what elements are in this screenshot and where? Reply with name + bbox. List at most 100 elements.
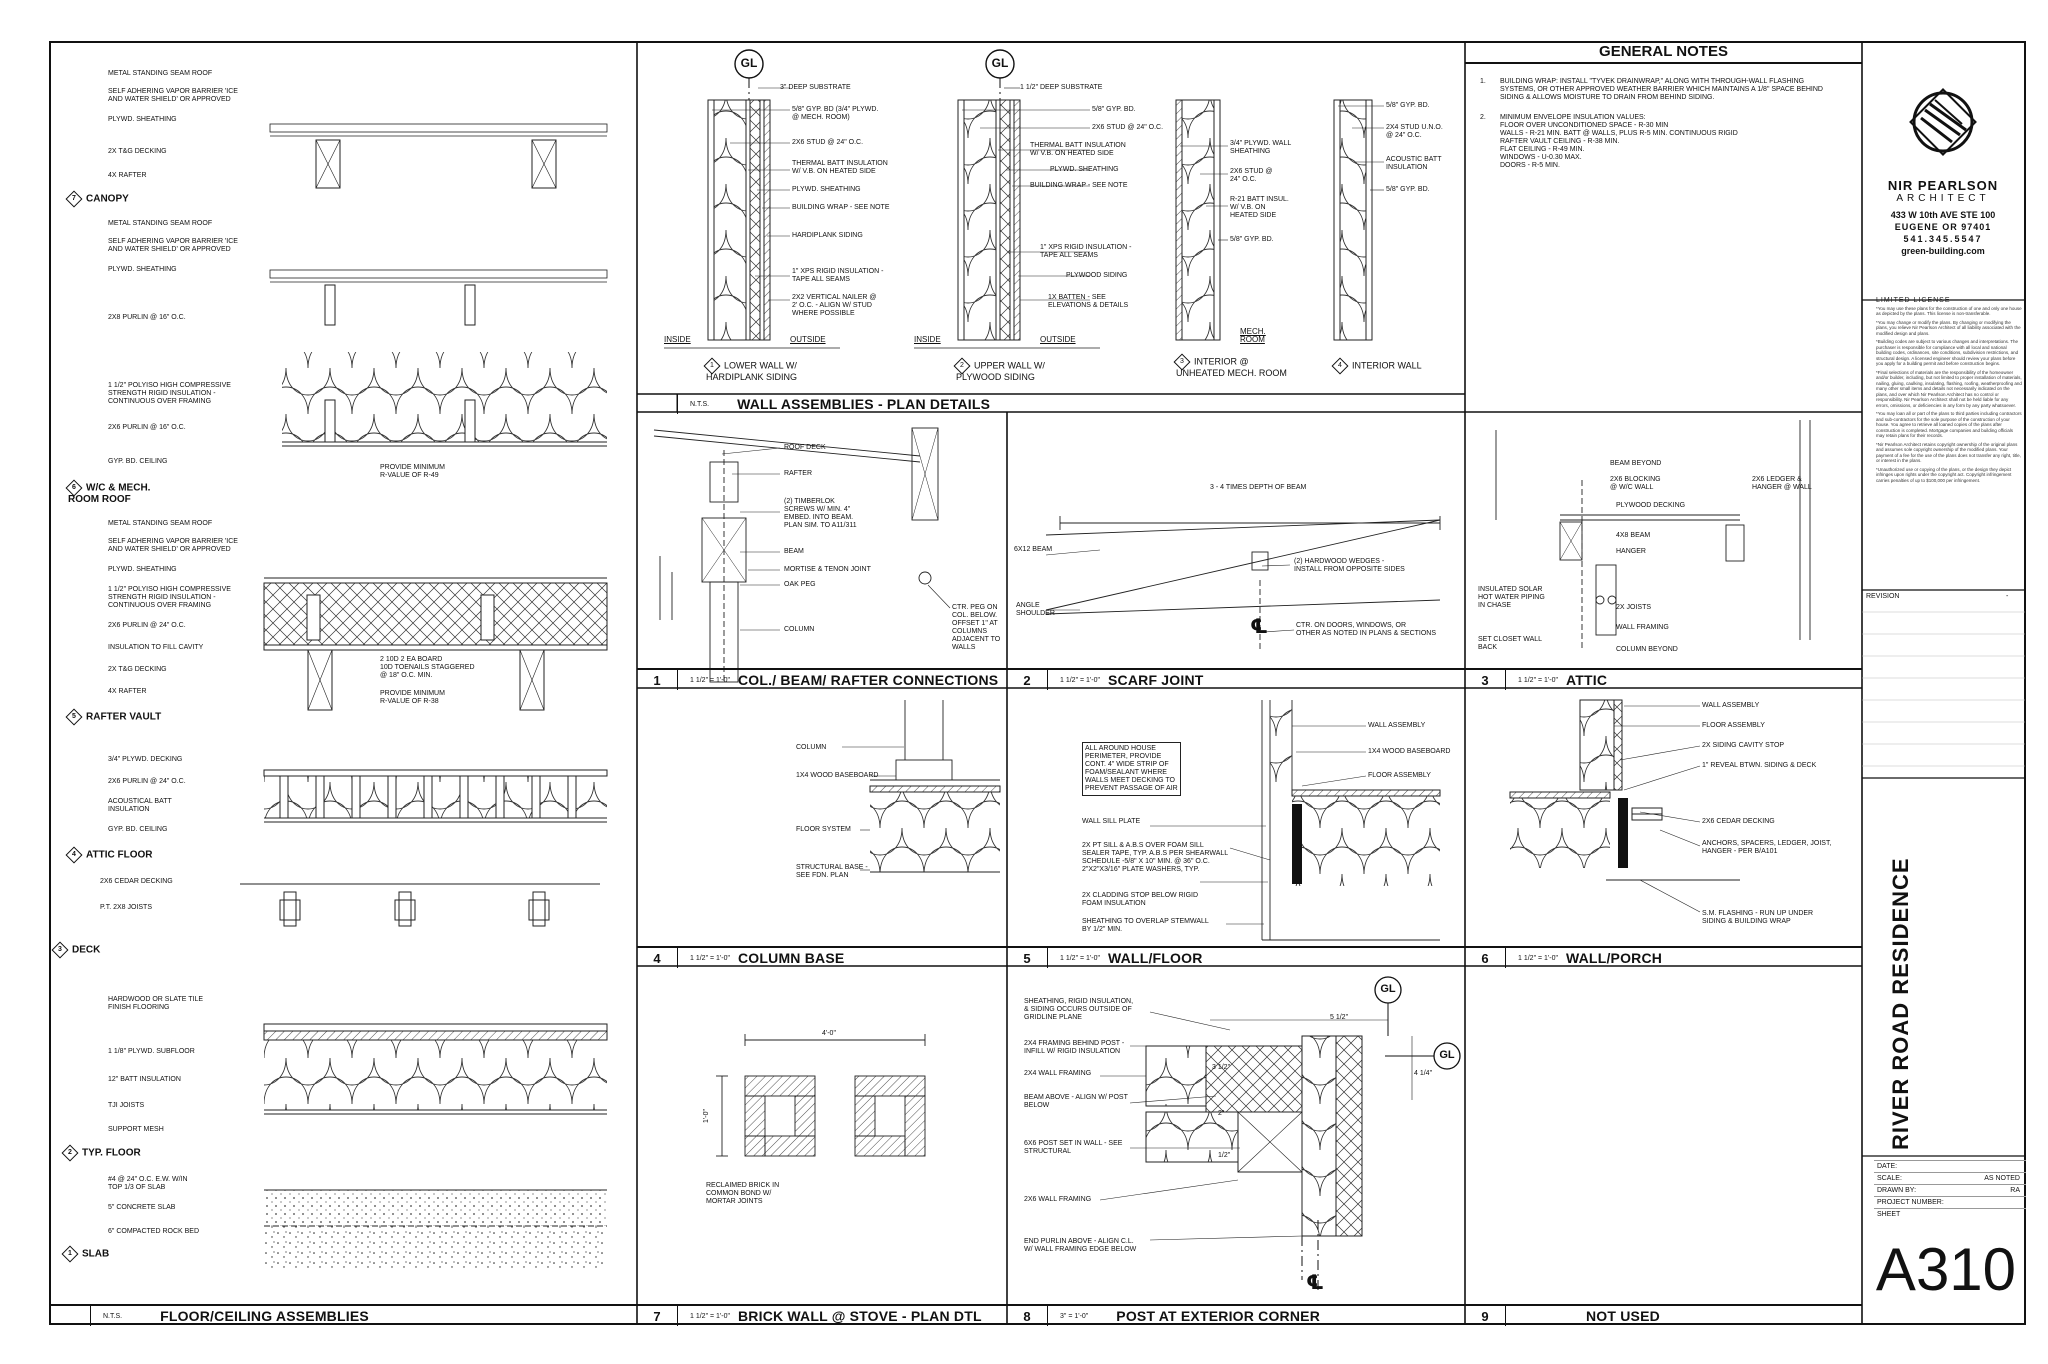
- label: PROVIDE MINIMUM R-VALUE OF R-49: [380, 464, 445, 479]
- label: 2X6 WALL FRAMING: [1024, 1196, 1092, 1203]
- label: 2X6 STUD @ 24" O.C.: [1092, 124, 1164, 131]
- firm-logo: [1909, 88, 1977, 156]
- label: WALL SILL PLATE: [1082, 818, 1141, 825]
- assembly-name: ATTIC FLOOR: [86, 849, 153, 861]
- gridline-bubble: GL: [740, 56, 758, 70]
- title-detail-3: 3 1 1/2" = 1'-0" ATTIC: [1465, 668, 1862, 690]
- detail-scale: 1 1/2" = 1'-0": [690, 954, 730, 962]
- label: 2X6 BLOCKING @ W/C WALL: [1610, 476, 1661, 491]
- tb-sheet: SHEET: [1874, 1208, 2026, 1220]
- detail-number: 3: [1465, 670, 1506, 690]
- label: HANGER: [1616, 548, 1646, 555]
- detail-title: WALL/FLOOR: [1107, 950, 1203, 966]
- detail-scale: 1 1/2" = 1'-0": [1060, 676, 1100, 684]
- label: 6X6 POST SET IN WALL - SEE STRUCTURAL: [1024, 1140, 1123, 1155]
- dimension: 2": [1218, 1110, 1225, 1117]
- detail-number: 7: [637, 1306, 678, 1326]
- label: RECLAIMED BRICK IN COMMON BOND W/ MORTAR…: [706, 1182, 780, 1205]
- dimension: 5 1/2": [1330, 1014, 1349, 1021]
- tb-scale: SCALE:AS NOTED: [1874, 1172, 2026, 1184]
- label: SELF ADHERING VAPOR BARRIER 'ICE AND WAT…: [108, 538, 238, 553]
- label: 5/8" GYP. BD.: [1092, 106, 1136, 113]
- label: BEAM BEYOND: [1610, 460, 1662, 467]
- drawn-by-label: DRAWN BY:: [1877, 1187, 1917, 1194]
- label: BEAM: [784, 548, 804, 555]
- label: 2X CLADDING STOP BELOW RIGID FOAM INSULA…: [1082, 892, 1199, 907]
- title-detail-9: 9 NOT USED: [1465, 1304, 1862, 1326]
- project-title: RIVER ROAD RESIDENCE: [1888, 857, 1913, 1150]
- scale-value: AS NOTED: [1984, 1175, 2020, 1182]
- label: #4 @ 24" O.C. E.W. W/IN TOP 1/3 OF SLAB: [108, 1176, 188, 1191]
- label: BEAM ABOVE - ALIGN W/ POST BELOW: [1024, 1094, 1128, 1109]
- detail-number: 8: [1007, 1306, 1048, 1326]
- assembly-name: RAFTER VAULT: [86, 711, 162, 723]
- general-notes-title: GENERAL NOTES: [1465, 42, 1862, 64]
- license-paragraph: *Final selections of materials are the r…: [1876, 369, 2022, 408]
- note-1-number: 1.: [1480, 78, 1486, 85]
- label: 2X T&G DECKING: [108, 666, 167, 673]
- label: ACOUSTIC BATT INSULATION: [1386, 156, 1442, 171]
- detail-scale: 1 1/2" = 1'-0": [1518, 954, 1558, 962]
- label: HARDWOOD OR SLATE TILE FINISH FLOORING: [108, 996, 204, 1011]
- detail-title: ATTIC: [1565, 672, 1608, 688]
- label: 5/8" GYP. BD (3/4" PLYWD. @ MECH. ROOM): [792, 106, 879, 121]
- label: 3" DEEP SUBSTRATE: [780, 84, 851, 91]
- sheet-number: A310: [1875, 1236, 2017, 1303]
- tag-number: 1: [710, 362, 714, 369]
- tag-number: 3: [1180, 358, 1184, 365]
- revision-value: -: [2006, 593, 2009, 600]
- label: INSULATION TO FILL CAVITY: [108, 644, 204, 651]
- label: 1X4 WOOD BASEBOARD: [1368, 748, 1451, 755]
- label: 2X2 VERTICAL NAILER @ 2' O.C. - ALIGN W/…: [792, 294, 877, 317]
- title-detail-7: 7 1 1/2" = 1'-0" BRICK WALL @ STOVE - PL…: [637, 1304, 1007, 1326]
- label: COLUMN: [796, 744, 827, 751]
- label: 1" REVEAL BTWN. SIDING & DECK: [1702, 762, 1817, 769]
- label: BUILDING WRAP - SEE NOTE: [792, 204, 890, 211]
- label: (2) TIMBERLOK SCREWS W/ MIN. 4" EMBED. I…: [784, 498, 857, 529]
- label: GYP. BD. CEILING: [108, 458, 168, 465]
- label: PLYWD. SHEATHING: [108, 116, 177, 123]
- tag-marker: 2: [61, 1144, 79, 1162]
- title-detail-2: 2 1 1/2" = 1'-0" SCARF JOINT: [1007, 668, 1465, 690]
- wall-name: UPPER WALL W/ PLYWOOD SIDING: [956, 360, 1045, 382]
- label: 5/8" GYP. BD.: [1230, 236, 1274, 243]
- label: METAL STANDING SEAM ROOF: [108, 220, 213, 227]
- assembly-name: CANOPY: [86, 193, 129, 205]
- detail-title: WALL ASSEMBLIES - PLAN DETAILS: [737, 396, 991, 412]
- label: 1" XPS RIGID INSULATION - TAPE ALL SEAMS: [1040, 244, 1132, 259]
- label: 3 - 4 TIMES DEPTH OF BEAM: [1210, 484, 1307, 491]
- label: 5" CONCRETE SLAB: [108, 1204, 176, 1211]
- tag-number: 1: [68, 1250, 72, 1257]
- detail-title: WALL/PORCH: [1565, 950, 1663, 966]
- label: FLOOR SYSTEM: [796, 826, 851, 833]
- tag-number: 5: [72, 713, 76, 720]
- tag-marker: 7: [65, 190, 83, 208]
- label: S.M. FLASHING - RUN UP UNDER SIDING & BU…: [1702, 910, 1814, 925]
- label: 1X4 WOOD BASEBOARD: [796, 772, 879, 779]
- date-label: DATE:: [1877, 1163, 1898, 1170]
- label: 2 10d 2 EA BOARD 10d TOENAILS STAGGERED …: [380, 656, 475, 679]
- label: 1X BATTEN - SEE ELEVATIONS & DETAILS: [1048, 294, 1129, 309]
- detail-scale: 1 1/2" = 1'-0": [690, 1312, 730, 1320]
- firm-address-2: EUGENE OR 97401: [1894, 222, 1992, 232]
- wall-name: INTERIOR WALL: [1352, 360, 1422, 371]
- detail-scale: N.T.S.: [690, 400, 710, 408]
- tb-project-number: PROJECT NUMBER:: [1874, 1196, 2026, 1208]
- label: END PURLIN ABOVE - ALIGN C.L. W/ WALL FR…: [1024, 1238, 1137, 1253]
- project-title-container: RIVER ROAD RESIDENCE: [1868, 790, 1913, 1150]
- detail-title: FLOOR/CEILING ASSEMBLIES: [160, 1308, 369, 1324]
- label: 2X6 STUD @ 24" O.C.: [792, 139, 864, 146]
- detail-title: POST AT EXTERIOR CORNER: [1116, 1308, 1321, 1324]
- label: SHEATHING TO OVERLAP STEMWALL BY 1/2" MI…: [1082, 918, 1209, 933]
- label: ANGLE SHOULDER: [1016, 602, 1055, 617]
- label: WALL FRAMING: [1616, 624, 1669, 631]
- label: RAFTER: [784, 470, 812, 477]
- detail-number: 9: [1465, 1306, 1506, 1326]
- label: STRUCTURAL BASE - SEE FDN. PLAN: [796, 864, 868, 879]
